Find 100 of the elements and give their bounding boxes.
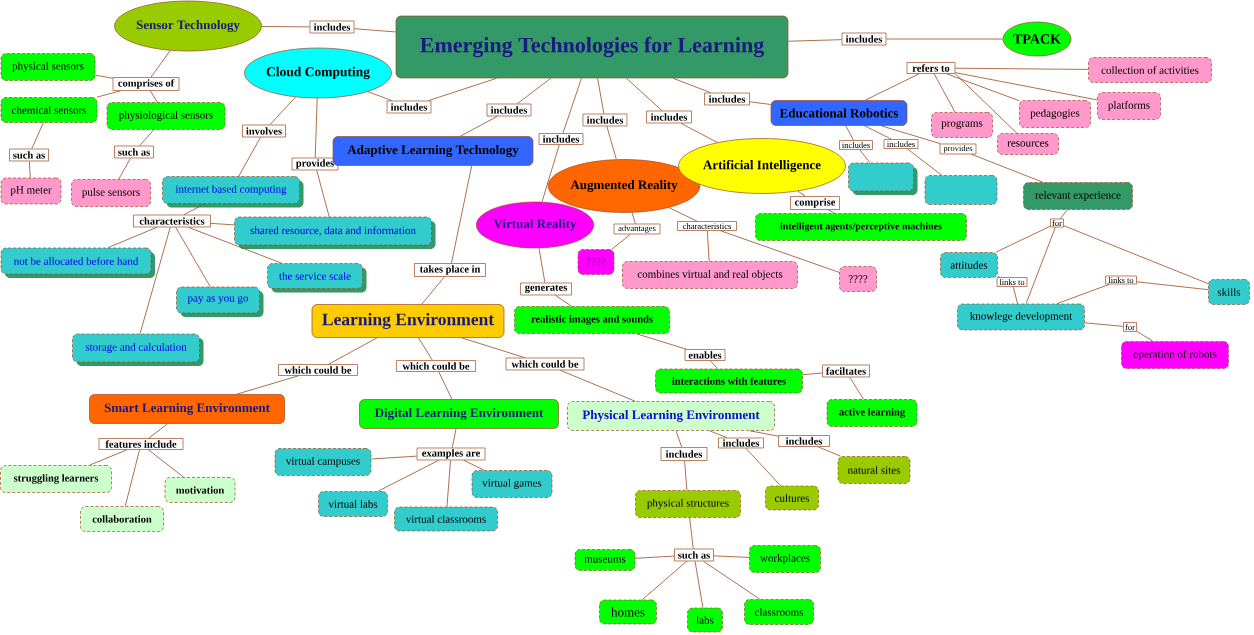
linking-phrase: takes place in [414, 263, 486, 277]
connector-line [749, 430, 779, 437]
concept-box: pay as you go [176, 286, 264, 317]
concept-box: active learning [826, 399, 918, 427]
connector-line [541, 144, 560, 203]
connector-line [631, 212, 636, 225]
connector-line [89, 449, 128, 466]
connector-line [427, 77, 497, 102]
connector-line [1136, 281, 1209, 291]
concept-box: programs [931, 112, 993, 138]
connector-line [933, 73, 956, 113]
concept-box: Physical Learning Environment [567, 401, 775, 431]
connector-line [1084, 322, 1124, 327]
connector-line [1136, 330, 1154, 342]
connector-line [971, 153, 1044, 183]
connector-line [1063, 225, 1209, 285]
connector-line [148, 449, 184, 478]
linking-phrase: generates [520, 282, 572, 296]
concept-box: physical sensors [0, 53, 96, 81]
connector-line [1056, 283, 1110, 305]
connector-line [460, 115, 498, 137]
connector-line [709, 430, 728, 439]
concept-box: storage and calculation [72, 333, 204, 366]
concept-box: pH meter [0, 177, 62, 205]
connector-line [636, 333, 687, 350]
connector-line [261, 26, 311, 28]
connector-line [641, 560, 688, 601]
connector-line [675, 430, 683, 448]
linking-phrase: provides [291, 157, 339, 171]
linking-phrase: enables [684, 349, 726, 361]
linking-phrase: comprises of [112, 77, 180, 91]
concept-box: natural sites [837, 456, 911, 484]
concept-box: collaboration [80, 506, 164, 532]
connector-line [597, 77, 605, 115]
concept-box: Learning Environment [311, 304, 505, 338]
linking-phrase: involves [242, 124, 286, 138]
connector-line [626, 77, 663, 112]
connector-line [463, 459, 485, 471]
concept-box: Emerging Technologies for Learning [395, 15, 789, 79]
concept-box: realistic images and sounds [514, 306, 670, 334]
connector-line [845, 125, 854, 141]
concept-box: museums [574, 549, 636, 571]
linking-phrase: includes [660, 447, 708, 461]
connector-line [745, 447, 781, 487]
connector-line [150, 50, 171, 78]
concept-box: labs [687, 607, 723, 633]
connector-line [118, 157, 131, 180]
concept-box: the service scale [267, 263, 367, 293]
connector-line [749, 101, 772, 105]
connector-line [864, 125, 892, 140]
connector-line [672, 77, 711, 94]
connector-line [149, 90, 158, 103]
linking-phrase: includes [839, 140, 873, 150]
connector-line [316, 169, 330, 218]
concept-box: relevant experience [1023, 182, 1133, 210]
concept-box: homes [599, 599, 657, 625]
connector-line [881, 125, 941, 145]
connector-line [560, 369, 636, 402]
concept-box: ???? [577, 249, 615, 275]
connector-line [446, 459, 451, 508]
connector-line [710, 360, 718, 370]
connector-line [668, 207, 698, 222]
connector-line [438, 371, 453, 400]
connector-line [175, 226, 211, 288]
connector-line [370, 455, 418, 460]
concept-box: platforms [1097, 92, 1161, 120]
concept-box: physiological sensors [106, 102, 226, 130]
connector-line [516, 77, 552, 105]
concept-box: operation of robots [1121, 341, 1229, 369]
connector-line [720, 230, 840, 273]
linking-phrase: for [1123, 322, 1137, 332]
connector-line [1025, 227, 1056, 305]
linking-phrase: includes [704, 92, 750, 106]
concept-box: struggling learners [0, 465, 112, 493]
concept-box: Educational Robotics [770, 100, 908, 126]
connector-line [694, 560, 704, 609]
linking-phrase: which could be [278, 364, 358, 376]
connector-line [353, 28, 397, 33]
connector-line [706, 230, 710, 262]
connector-line [802, 372, 823, 376]
connector-line [634, 555, 675, 559]
connector-line [864, 73, 920, 101]
concept-box: physical structures [635, 490, 741, 518]
connector-line [555, 294, 572, 307]
linking-phrase: characteristics [677, 221, 737, 231]
linking-phrase: includes [646, 110, 692, 124]
linking-phrase: provides [939, 143, 977, 155]
linking-phrase: comprise [790, 196, 840, 210]
linking-phrase: which could be [396, 360, 476, 372]
connector-line [31, 122, 44, 150]
connector-line [538, 247, 546, 284]
concept-box: not be allocated before hand [0, 247, 155, 278]
linking-phrase: includes [309, 20, 355, 34]
concept-box: shared resource, data and information [234, 216, 436, 249]
linking-phrase: such as [674, 548, 714, 562]
linking-phrase: features include [98, 438, 184, 450]
concept-box: collection of activities [1088, 57, 1212, 83]
connector-line [418, 337, 433, 361]
concept-box: virtual campuses [274, 448, 372, 476]
connector-line [606, 125, 617, 160]
